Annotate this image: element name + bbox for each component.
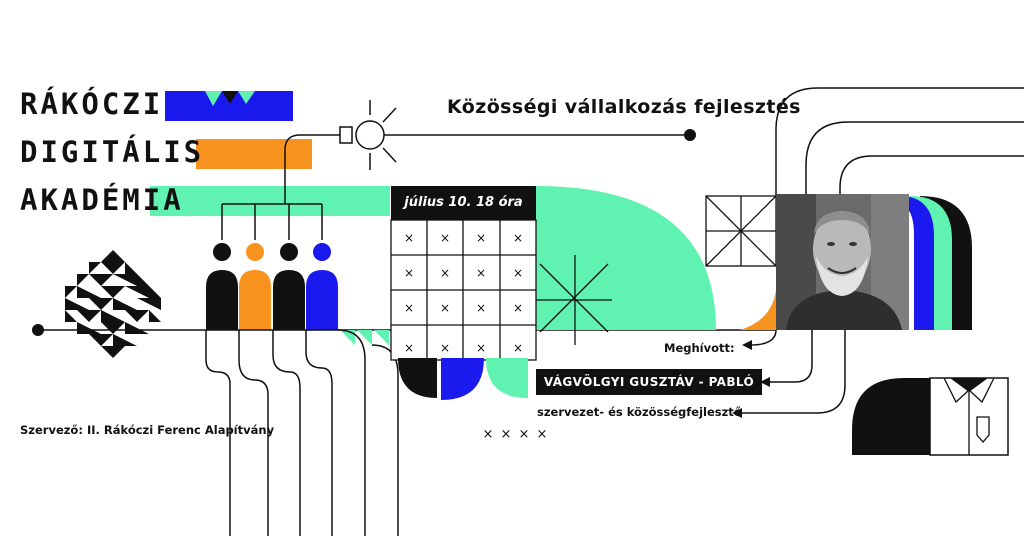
svg-text:×: × [440, 341, 450, 355]
svg-text:×: × [513, 266, 523, 280]
organizer-text: Szervező: II. Rákóczi Ferenc Alapítvány [20, 423, 275, 437]
speaker-arrows [740, 329, 846, 414]
svg-text:×: × [476, 266, 486, 280]
people-figures [206, 243, 338, 330]
svg-text:×: × [404, 341, 414, 355]
mint-half-circle [536, 186, 716, 330]
svg-text:×: × [476, 341, 486, 355]
arrowheads [732, 340, 770, 418]
svg-text:×: × [440, 301, 450, 315]
svg-text:×: × [404, 301, 414, 315]
people-connector [221, 190, 323, 240]
brand-line-3: AKADÉMIA [20, 183, 184, 217]
event-title: Közösségi vállalkozás fejlesztés [447, 96, 801, 118]
star-lines [535, 255, 612, 345]
speaker-photo [776, 194, 909, 330]
invited-label: Meghívott: [664, 341, 735, 355]
shirt-icon [852, 377, 1009, 456]
triangle-pattern [65, 250, 161, 358]
mint-band [150, 186, 390, 216]
crossed-square [705, 195, 777, 267]
orange-quarter [740, 290, 776, 330]
x-grid [390, 219, 537, 361]
quarter-circles [398, 358, 528, 400]
timeline-start-dot [32, 324, 44, 336]
speaker-name: VÁGVÖLGYI GUSZTÁV - PABLÓ [536, 369, 762, 395]
svg-text:×: × [513, 341, 523, 355]
stacked-arches [900, 196, 972, 330]
x-marks: × × × × × × × × × × × × × × × × [404, 231, 523, 355]
svg-text:×: × [476, 301, 486, 315]
svg-text:×: × [513, 301, 523, 315]
svg-text:×: × [537, 427, 548, 442]
svg-text:×: × [513, 231, 523, 245]
speaker-role: szervezet- és közösségfejlesztő [537, 405, 742, 419]
blue-bar [165, 91, 293, 121]
svg-text:×: × [440, 266, 450, 280]
svg-text:×: × [476, 231, 486, 245]
event-date: július 10. 18 óra [391, 186, 536, 220]
svg-text:×: × [501, 427, 512, 442]
brand-line-2: DIGITÁLIS [20, 135, 205, 169]
line-endpoint-dot [684, 129, 696, 141]
svg-text:×: × [404, 231, 414, 245]
svg-text:×: × [519, 427, 530, 442]
lightbulb-icon [284, 100, 690, 190]
top-right-curves [775, 87, 1024, 196]
mint-zigzag [340, 330, 389, 345]
svg-text:×: × [483, 427, 494, 442]
x-row-small: × × × × [483, 427, 548, 442]
svg-text:×: × [404, 266, 414, 280]
brand-line-1: RÁKÓCZI [20, 87, 164, 121]
svg-text:×: × [440, 231, 450, 245]
orange-bar [196, 139, 312, 169]
